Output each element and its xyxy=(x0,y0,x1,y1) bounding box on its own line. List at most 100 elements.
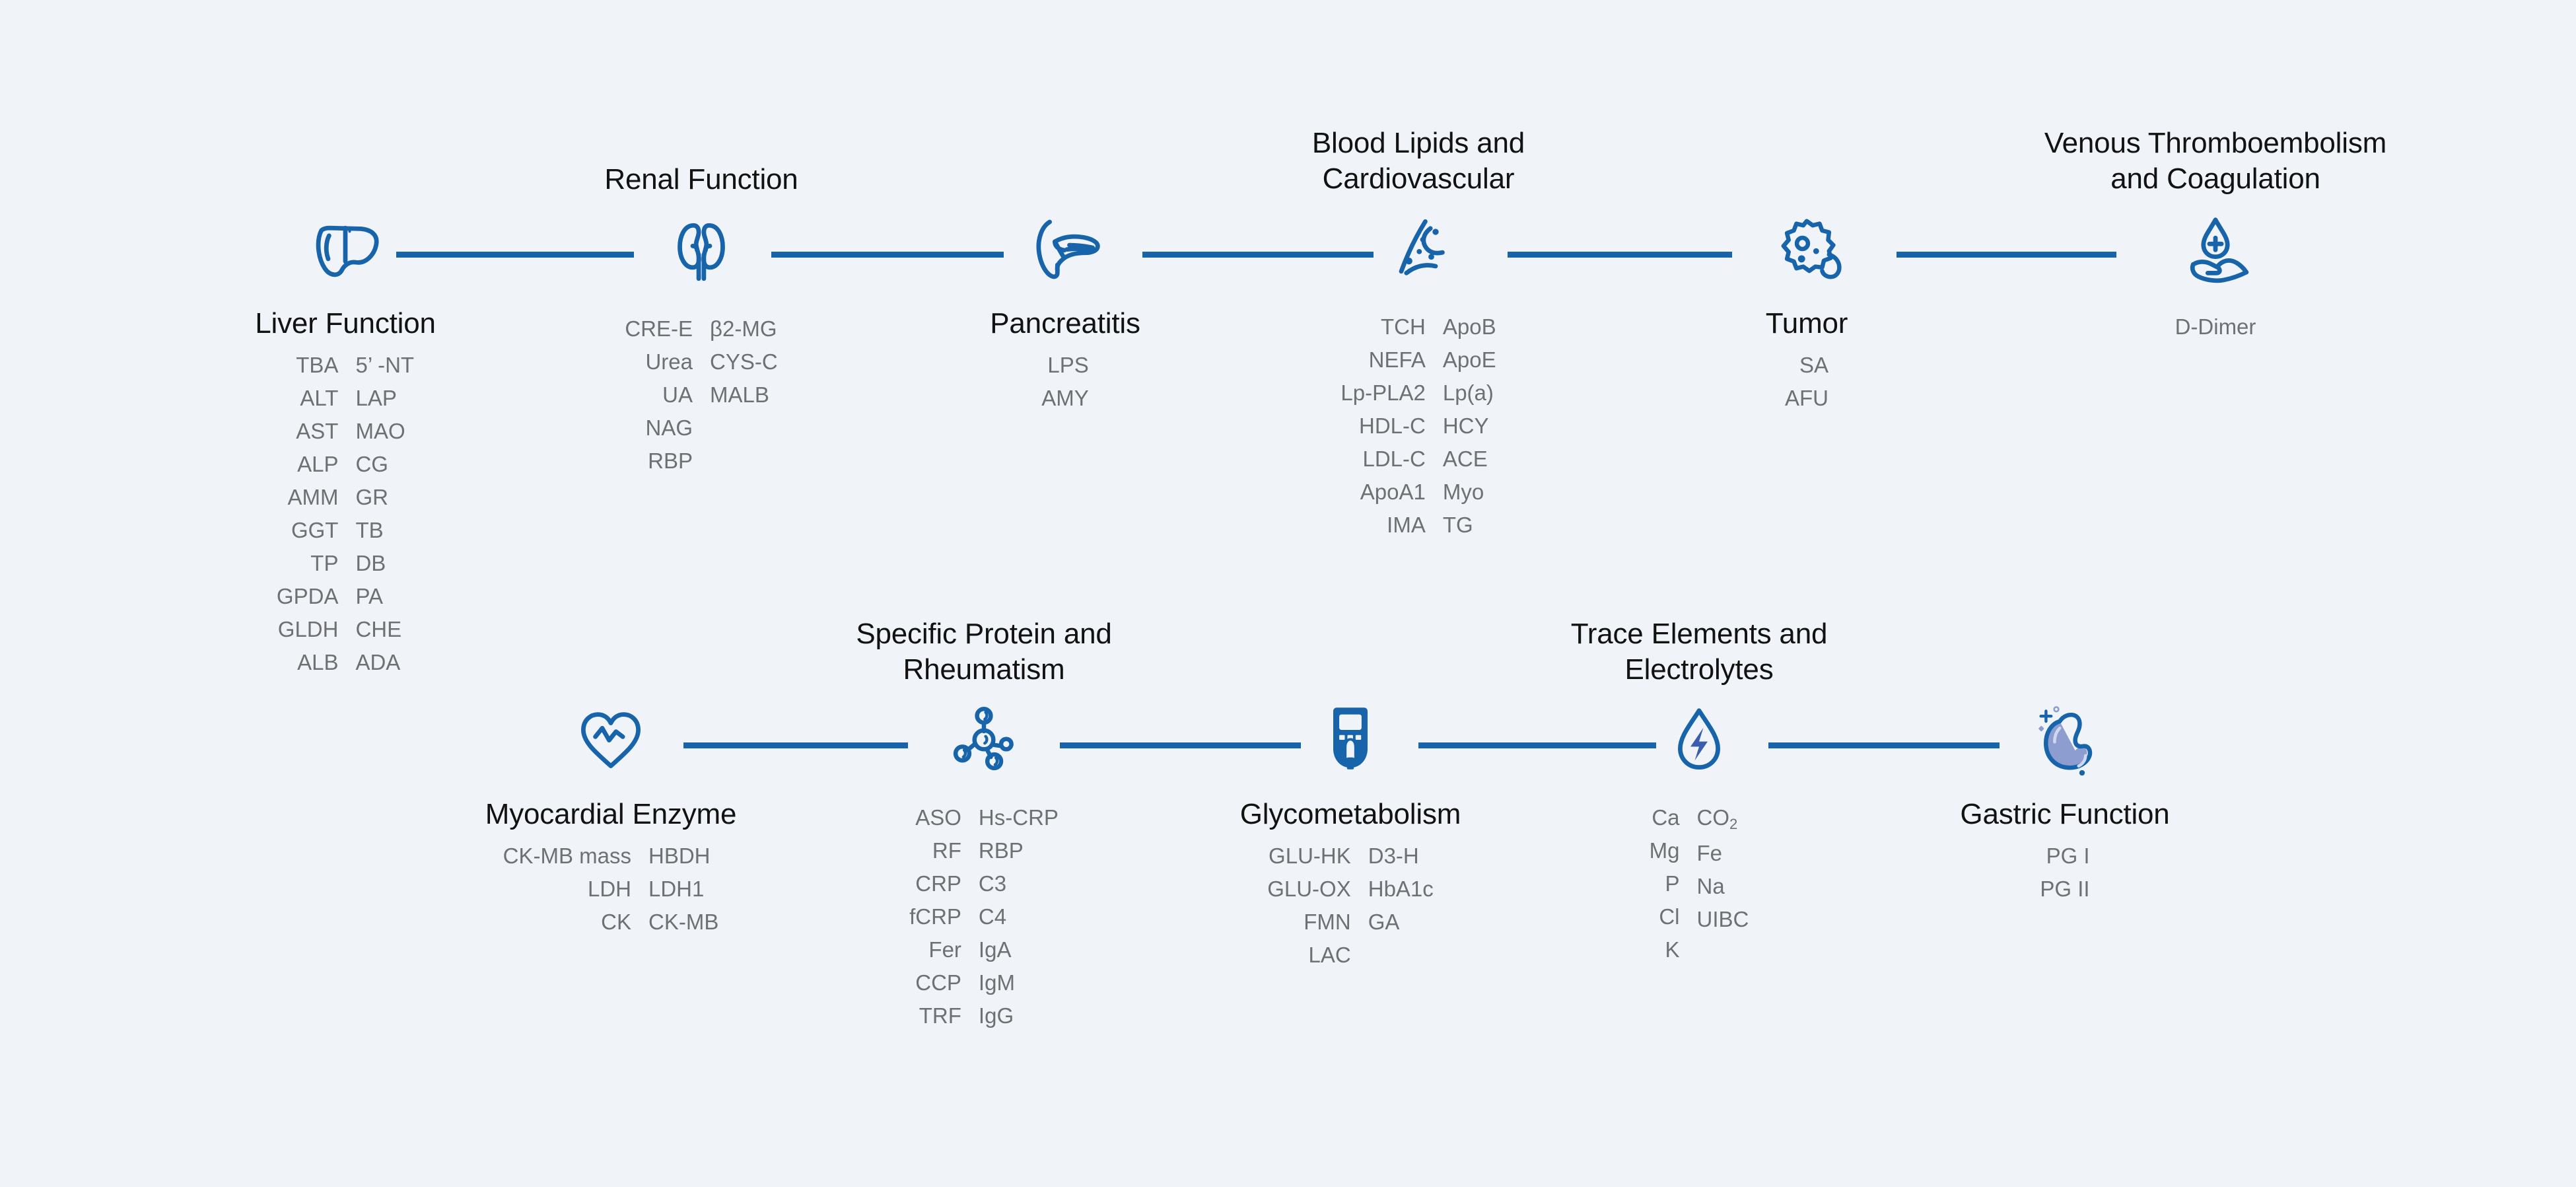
analyte-item: UA xyxy=(662,382,693,407)
node-title: Gastric Function xyxy=(1960,798,2170,830)
analyte-item: LAP xyxy=(355,386,397,410)
analyte-item: Fer xyxy=(928,937,961,962)
analyte-column-left: LPS AMY xyxy=(1041,349,1089,415)
analyte-column-right: HBDH LDH1 CK-MB xyxy=(648,840,718,939)
analyte-item: CHE xyxy=(355,617,402,641)
analyte-item: AMM xyxy=(287,485,339,509)
analyte-item: RBP xyxy=(978,838,1024,863)
connector-lipids-tumor xyxy=(1508,252,1732,258)
analyte-item: Fe xyxy=(1696,841,1723,865)
glucose-meter-icon xyxy=(1301,689,1400,788)
analyte-item: TRF xyxy=(919,1003,961,1028)
analyte-column-left: TBA ALT AST ALP AMM GGT TP GPDA GLDH ALB xyxy=(277,349,339,679)
analyte-item: FMN xyxy=(1304,910,1351,934)
analyte-item: NEFA xyxy=(1368,347,1426,372)
analyte-item: 5’ -NT xyxy=(355,353,415,377)
analyte-item: LDH1 xyxy=(648,877,705,901)
analyte-item: MALB xyxy=(710,382,769,407)
analyte-list: CK-MB mass LDH CK HBDH LDH1 CK-MB xyxy=(503,840,719,939)
analyte-item: ApoA1 xyxy=(1360,480,1426,504)
connector-liver-renal xyxy=(396,252,634,258)
connector-renal-pancreas xyxy=(771,252,1004,258)
analyte-item: CK-MB mass xyxy=(503,844,631,868)
analyte-column-left: PG I PG II xyxy=(2040,840,2089,906)
node-title: Tumor xyxy=(1765,307,1848,340)
analyte-item: GR xyxy=(355,485,388,509)
node-title: Myocardial Enzyme xyxy=(485,798,737,830)
analyte-item: TCH xyxy=(1381,314,1426,339)
analyte-item: ALB xyxy=(297,650,339,674)
node-title: Blood Lipids and Cardiovascular xyxy=(1311,127,1525,195)
analyte-column-right: D3-H HbA1c GA xyxy=(1368,840,1434,972)
analyte-item: PA xyxy=(355,584,384,608)
heart-pulse-icon xyxy=(561,689,660,788)
analyte-item: K xyxy=(1665,937,1680,962)
analyte-item: LDL-C xyxy=(1362,447,1426,471)
analyte-list: GLU-HK GLU-OX FMN LAC D3-H HbA1c GA xyxy=(1267,840,1434,972)
analyte-item: GPDA xyxy=(276,584,339,608)
analyte-item: IMA xyxy=(1387,513,1426,537)
analyte-item: IgA xyxy=(978,937,1012,962)
analyte-item: P xyxy=(1665,871,1680,896)
analyte-item: CRP xyxy=(915,871,961,896)
liver-icon xyxy=(296,198,395,297)
analyte-list: PG I PG II xyxy=(2040,840,2089,906)
tumor-cell-icon xyxy=(1757,198,1856,297)
analyte-item: C3 xyxy=(978,871,1007,896)
connector-tumor-vte xyxy=(1897,252,2116,258)
analyte-item: TB xyxy=(355,518,384,542)
analyte-column-right: β2-MG CYS-C MALB xyxy=(710,312,778,478)
kidneys-icon xyxy=(652,198,751,297)
node-title: Venous Thromboembolism and Coagulation xyxy=(2044,127,2387,195)
connector-pancreas-lipids xyxy=(1142,252,1374,258)
analyte-item: GLU-HK xyxy=(1269,844,1351,868)
analyte-list: SA AFU xyxy=(1785,349,1828,415)
analyte-list: CRE-E Urea UA NAG RBP β2-MG CYS-C MALB xyxy=(625,312,777,478)
analyte-list: Ca Mg P Cl K CO2 Fe Na UIBC xyxy=(1650,801,1749,966)
node-title: Renal Function xyxy=(604,163,798,196)
analyte-item: PG II xyxy=(2040,877,2090,901)
analyte-item-co2: CO2 xyxy=(1696,805,1738,832)
analyte-item: Lp-PLA2 xyxy=(1340,380,1426,405)
analyte-item: fCRP xyxy=(909,904,961,929)
analyte-item: D-Dimer xyxy=(2175,314,2256,339)
analyte-item: ADA xyxy=(355,650,401,674)
connector-trace-gastric xyxy=(1768,742,2000,748)
analyte-item: β2-MG xyxy=(710,316,777,341)
analyte-item: CCP xyxy=(915,970,961,995)
analyte-item: GLDH xyxy=(277,617,339,641)
analyte-item: MAO xyxy=(355,419,405,443)
analyte-item: AMY xyxy=(1041,386,1089,410)
analyte-column-left: SA AFU xyxy=(1785,349,1828,415)
analyte-list: TCH NEFA Lp-PLA2 HDL-C LDL-C ApoA1 IMA A… xyxy=(1340,310,1496,542)
node-title: Trace Elements and Electrolytes xyxy=(1570,618,1828,686)
blood-vessel-icon xyxy=(1369,199,1468,299)
analyte-item: Hs-CRP xyxy=(978,805,1059,830)
analyte-item: GLU-OX xyxy=(1267,877,1351,901)
analyte-item: LPS xyxy=(1047,353,1089,377)
analyte-list: TBA ALT AST ALP AMM GGT TP GPDA GLDH ALB… xyxy=(277,349,414,679)
analyte-column-left: CK-MB mass LDH CK xyxy=(503,840,631,939)
connector-glyco-trace xyxy=(1418,742,1656,748)
analyte-column-left: ASO RF CRP fCRP Fer CCP TRF xyxy=(909,801,961,1032)
analyte-item: LAC xyxy=(1308,943,1351,967)
analyte-item: IgM xyxy=(978,970,1015,995)
analyte-item: CK-MB xyxy=(648,910,719,934)
node-title: Glycometabolism xyxy=(1239,798,1461,830)
analyte-column-left: TCH NEFA Lp-PLA2 HDL-C LDL-C ApoA1 IMA xyxy=(1340,310,1425,542)
analyte-item: AFU xyxy=(1785,386,1828,410)
analyte-item: SA xyxy=(1799,353,1828,377)
analyte-item: UIBC xyxy=(1696,907,1749,931)
analyte-list: ASO RF CRP fCRP Fer CCP TRF Hs-CRP RBP C… xyxy=(909,801,1059,1032)
analyte-column-right: CO2 Fe Na UIBC xyxy=(1697,801,1749,966)
analyte-item: ApoE xyxy=(1442,347,1496,372)
droplet-bolt-icon xyxy=(1650,690,1749,789)
analyte-column-left: CRE-E Urea UA NAG RBP xyxy=(625,312,693,478)
molecule-icon xyxy=(934,690,1033,789)
stomach-icon xyxy=(2015,689,2114,788)
analyte-item: RBP xyxy=(648,449,693,473)
connector-myocardial-protein xyxy=(683,742,908,748)
analyte-column-left: D-Dimer xyxy=(2175,310,2256,343)
analyte-item: CRE-E xyxy=(625,316,693,341)
